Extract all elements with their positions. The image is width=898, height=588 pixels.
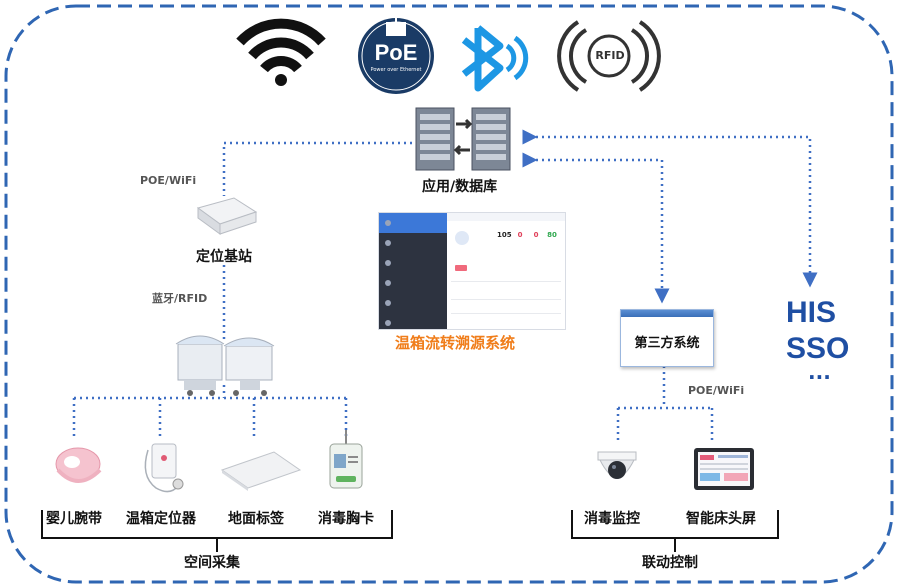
- link-label-poe-wifi-left: POE/WiFi: [140, 174, 197, 187]
- floor-tag-icon: [220, 451, 302, 491]
- device-label-camera: 消毒监控: [584, 511, 640, 527]
- device-label-badge: 消毒胸卡: [318, 511, 374, 527]
- group-left-label: 空间采集: [184, 555, 240, 571]
- third-party-system-window: 第三方系统: [620, 309, 714, 367]
- bluetooth-icon: [461, 25, 529, 92]
- poe-icon: [358, 16, 434, 94]
- incubator-icon: [175, 335, 275, 396]
- group-right-label: 联动控制: [642, 555, 698, 571]
- stat-value-4: 80: [547, 231, 557, 239]
- stat-value-1: 105: [497, 231, 512, 239]
- disinfection-badge-icon: [329, 430, 363, 489]
- device-label-wristband: 婴儿腕带: [46, 511, 102, 527]
- rfid-text: RFID: [595, 49, 625, 62]
- link-label-bt-rfid: 蓝牙/RFID: [152, 292, 208, 305]
- device-label-floor-tag: 地面标签: [228, 511, 284, 527]
- rfid-icon: [557, 20, 661, 92]
- device-label-bedside-screen: 智能床头屏: [686, 511, 756, 527]
- system-title: 温箱流转溯源系统: [395, 334, 516, 352]
- more-label: ...: [808, 360, 831, 384]
- link-label-poe-wifi-right: POE/WiFi: [688, 384, 745, 397]
- server-label: 应用/数据库: [422, 179, 498, 195]
- base-station-label: 定位基站: [196, 249, 252, 265]
- third-party-label: 第三方系统: [634, 336, 700, 351]
- link-server-his: [522, 129, 818, 288]
- bedside-screen-icon: [694, 448, 754, 490]
- server-rack-icon: [415, 107, 511, 171]
- wifi-icon: [236, 18, 326, 86]
- poe-badge-text: PoE: [374, 40, 418, 65]
- poe-badge-subtext: Power over Ethernet: [370, 67, 422, 73]
- infant-wristband-icon: [55, 447, 102, 483]
- device-bus-right: [616, 406, 714, 444]
- link-server-basestation: [222, 141, 418, 196]
- outer-frame: [4, 4, 894, 584]
- device-label-locator: 温箱定位器: [126, 511, 196, 527]
- base-station-icon: [196, 197, 258, 235]
- incubator-locator-icon: [144, 443, 184, 493]
- dome-camera-icon: [597, 451, 637, 479]
- stat-value-3: 0: [533, 231, 539, 239]
- screenshot-sidebar: [379, 213, 447, 329]
- sso-label: SSO: [786, 332, 850, 365]
- system-screenshot: 105 0 0 80: [378, 212, 566, 330]
- stat-value-2: 0: [517, 231, 523, 239]
- his-label: HIS: [786, 296, 837, 329]
